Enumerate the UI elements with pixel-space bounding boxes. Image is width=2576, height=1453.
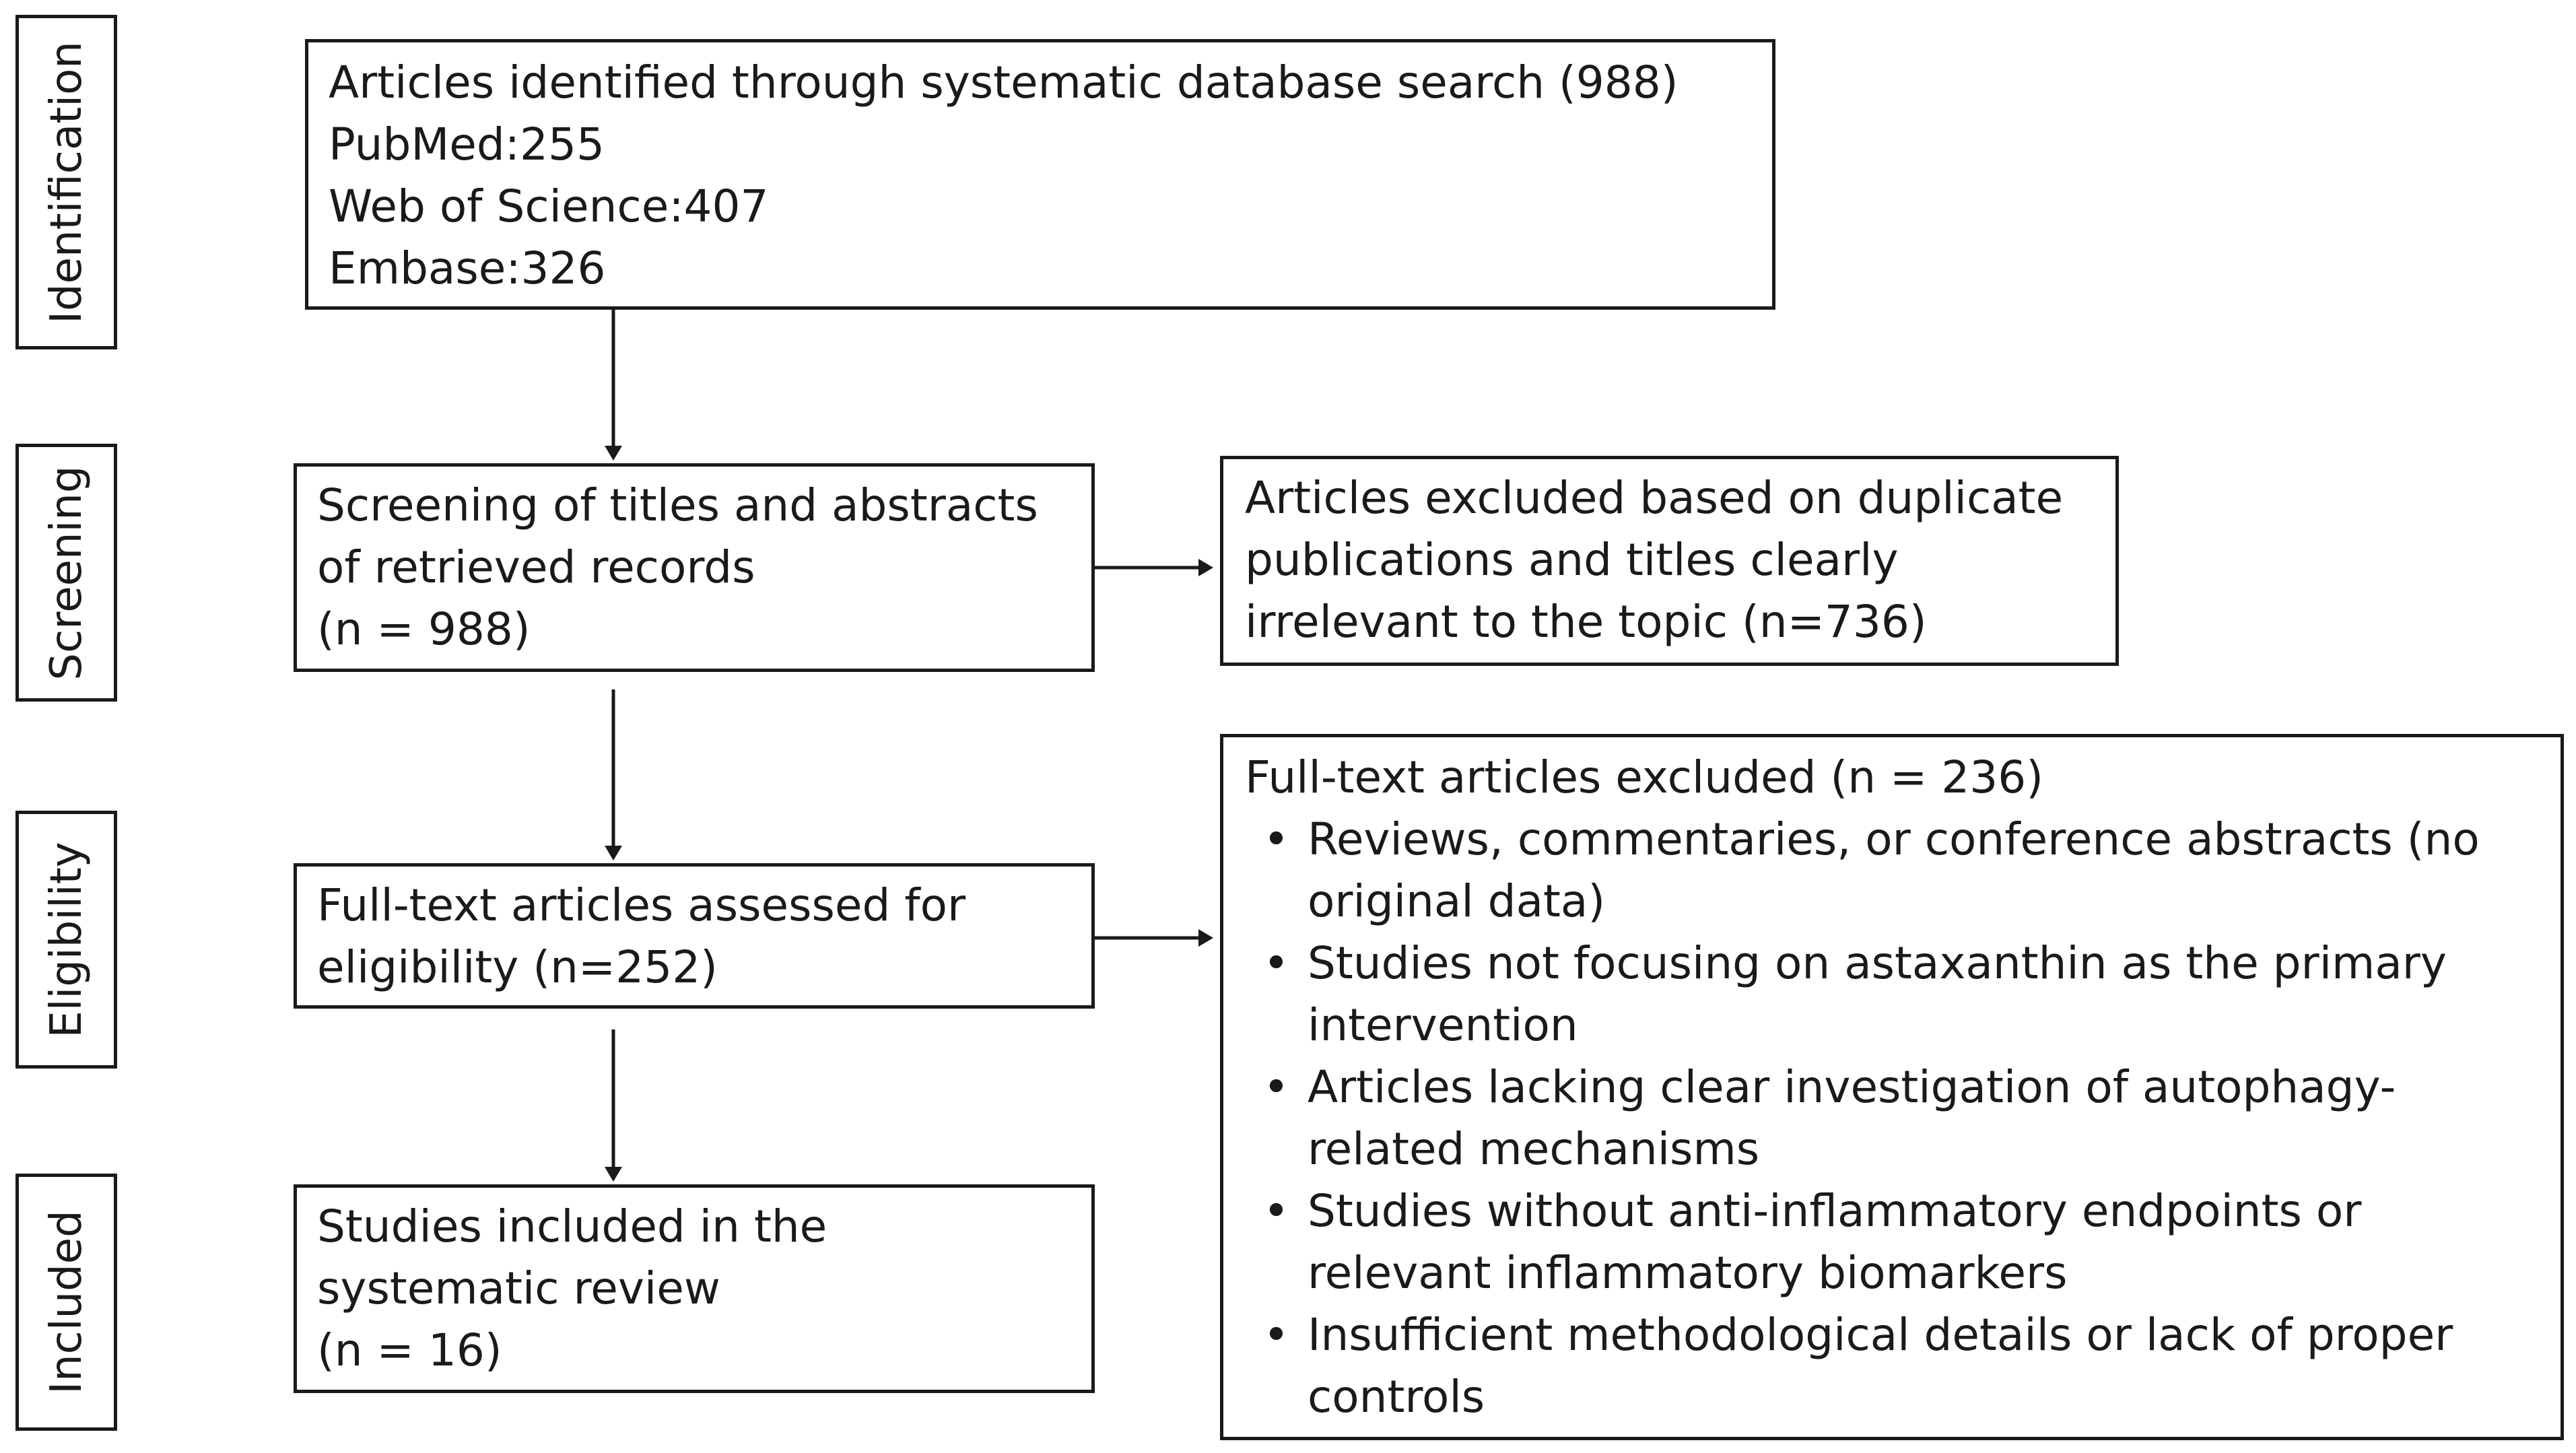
exclusion-reason: Insufficient methodological details or l… bbox=[1245, 1304, 2561, 1428]
duplicates-line-1: Articles excluded based on duplicate bbox=[1245, 472, 2064, 524]
exclusion-reason: Articles lacking clear investigation of … bbox=[1245, 1056, 2561, 1180]
duplicates-excluded-box: Articles excluded based on duplicate pub… bbox=[1220, 456, 2119, 666]
included-line-3: (n = 16) bbox=[317, 1324, 502, 1376]
arrowhead-down bbox=[605, 446, 622, 461]
stage-label-identification: Identification bbox=[41, 40, 92, 324]
arrowhead-down bbox=[605, 846, 622, 860]
exclusion-reason: Studies not focusing on astaxanthin as t… bbox=[1245, 933, 2561, 1056]
duplicates-line-3: irrelevant to the topic (n=736) bbox=[1245, 596, 1927, 648]
screening-box: Screening of titles and abstracts of ret… bbox=[294, 463, 1095, 672]
included-line-1: Studies included in the bbox=[317, 1201, 827, 1252]
identification-box: Articles identified through systematic d… bbox=[305, 39, 1775, 310]
exclusion-reason: Reviews, commentaries, or conference abs… bbox=[1245, 809, 2561, 933]
screening-line-1: Screening of titles and abstracts bbox=[317, 479, 1038, 531]
duplicates-line-2: publications and titles clearly bbox=[1245, 534, 1899, 586]
stage-eligibility: Eligibility bbox=[15, 811, 117, 1069]
included-box: Studies included in the systematic revie… bbox=[294, 1184, 1095, 1393]
arrowhead-right bbox=[1198, 929, 1213, 947]
stage-label-eligibility: Eligibility bbox=[41, 841, 92, 1038]
fulltext-excluded-title: Full-text articles excluded (n = 236) bbox=[1245, 751, 2044, 803]
identification-pubmed: PubMed:255 bbox=[329, 119, 605, 170]
exclusion-reason: Studies without anti-inflammatory endpoi… bbox=[1245, 1180, 2561, 1304]
identification-web-of-science: Web of Science:407 bbox=[329, 180, 769, 232]
stage-identification: Identification bbox=[15, 15, 117, 349]
stage-label-screening: Screening bbox=[41, 465, 92, 680]
screening-line-3: (n = 988) bbox=[317, 603, 531, 655]
fulltext-assessed-line-1: Full-text articles assessed for bbox=[317, 879, 966, 931]
stage-label-included: Included bbox=[41, 1210, 92, 1394]
stage-screening: Screening bbox=[15, 444, 117, 702]
stage-included: Included bbox=[15, 1174, 117, 1431]
identification-embase: Embase:326 bbox=[329, 242, 606, 294]
fulltext-assessed-box: Full-text articles assessed for eligibil… bbox=[294, 863, 1095, 1009]
included-line-2: systematic review bbox=[317, 1262, 720, 1314]
arrowhead-right bbox=[1198, 559, 1213, 576]
exclusion-reasons-list: Reviews, commentaries, or conference abs… bbox=[1245, 809, 2561, 1428]
arrowhead-down bbox=[605, 1167, 622, 1182]
screening-line-2: of retrieved records bbox=[317, 541, 755, 593]
fulltext-excluded-box: Full-text articles excluded (n = 236) Re… bbox=[1220, 734, 2564, 1440]
fulltext-assessed-line-2: eligibility (n=252) bbox=[317, 941, 718, 993]
identification-total: Articles identified through systematic d… bbox=[329, 57, 1679, 108]
